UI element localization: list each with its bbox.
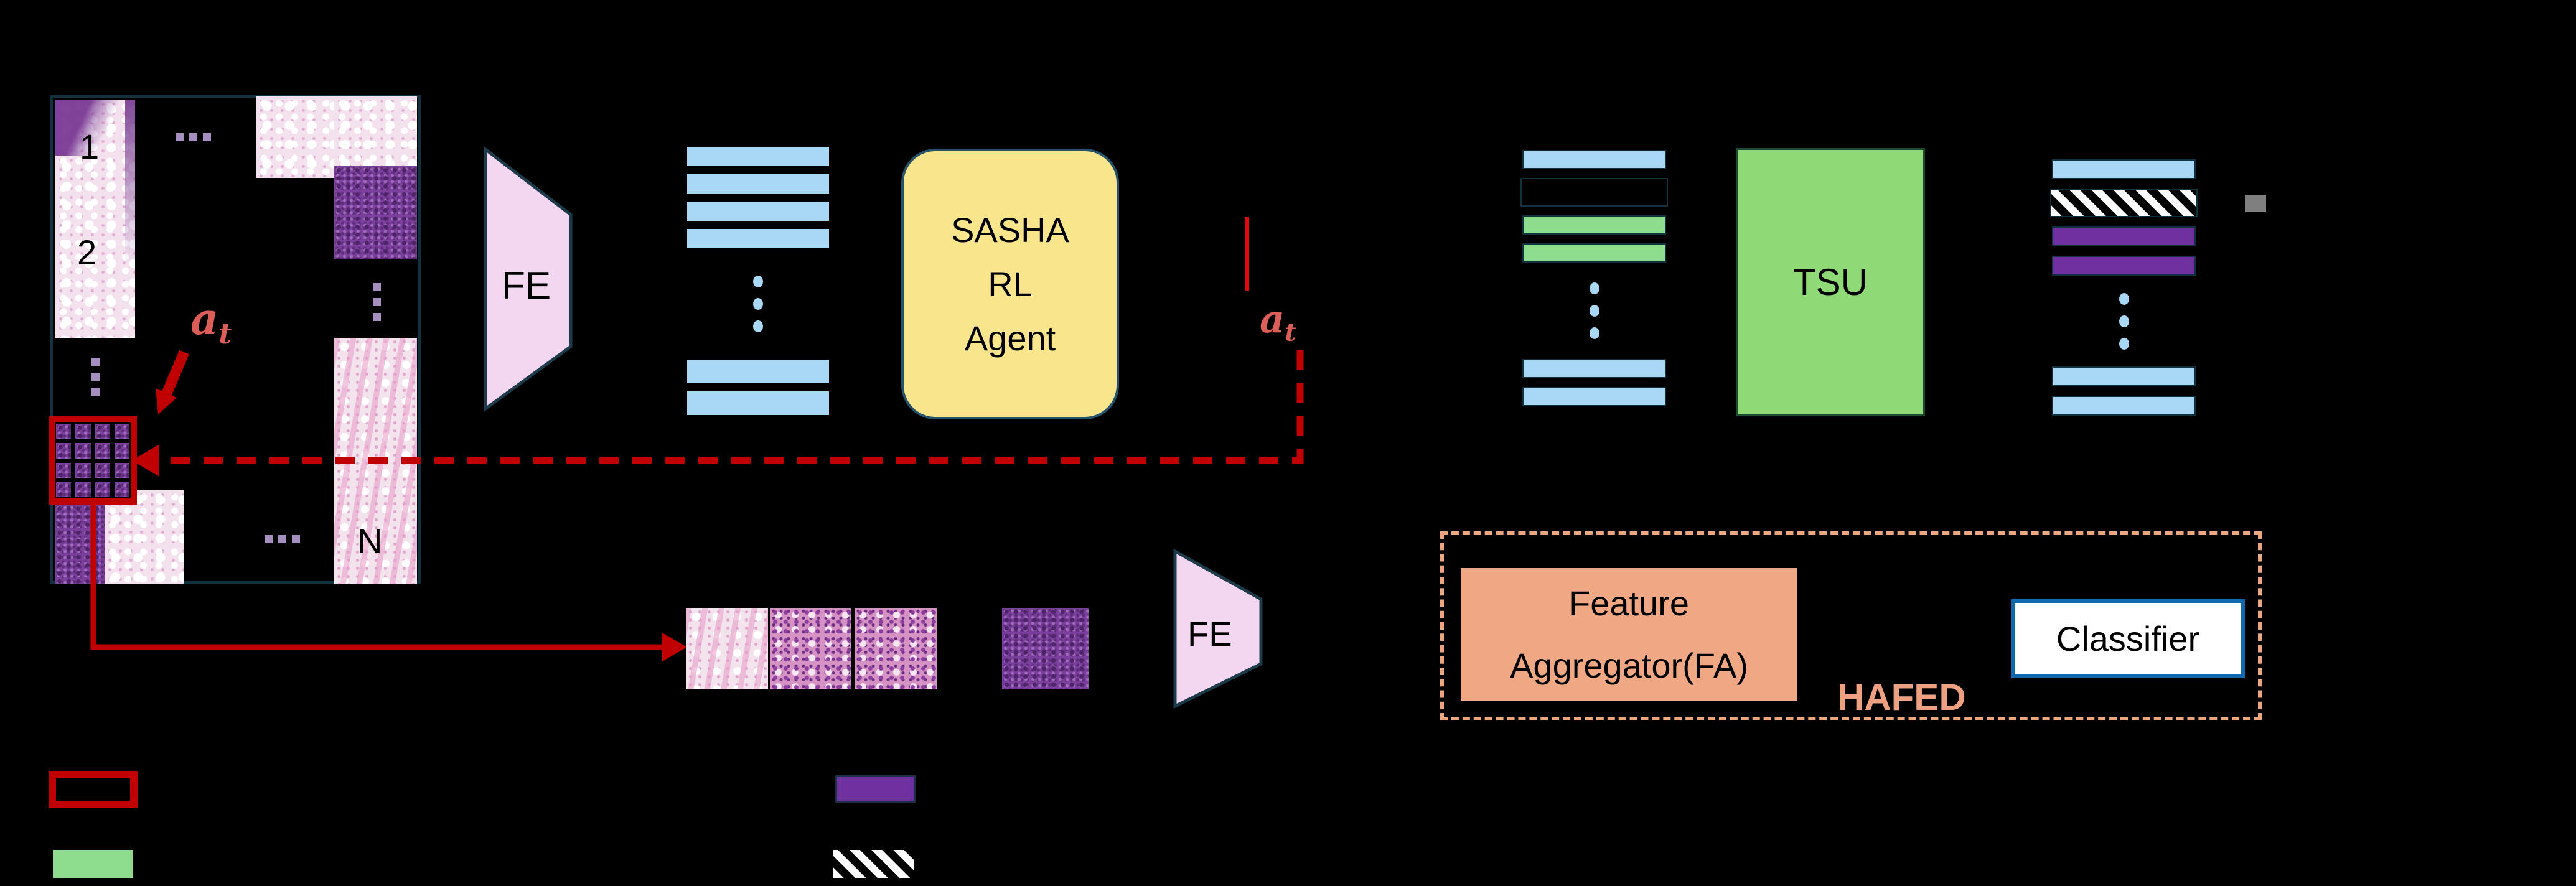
purple-feature-bar bbox=[2052, 226, 2196, 246]
classifier-box: Classifier bbox=[2011, 599, 2245, 678]
ellipsis-dots-icon bbox=[265, 535, 300, 543]
sasha-rl-agent-box: SASHA RL Agent bbox=[901, 149, 1119, 419]
legend-selected-outline-swatch bbox=[49, 771, 138, 808]
green-feature-bar bbox=[1522, 215, 1666, 235]
wsi-patch-top-right-a bbox=[256, 96, 334, 178]
blue-feature-bar bbox=[2052, 396, 2196, 416]
solid-arrowhead bbox=[662, 633, 687, 661]
blue-feature-bar bbox=[687, 229, 829, 248]
blue-feature-bar bbox=[687, 360, 829, 383]
fe-label: FE bbox=[502, 264, 551, 307]
legend-purple-bar-swatch bbox=[835, 775, 916, 803]
patch-number-2: 2 bbox=[77, 233, 97, 272]
blue-feature-bar bbox=[2052, 366, 2196, 386]
ellipsis-dots-icon bbox=[91, 358, 100, 403]
blue-feature-bar bbox=[687, 147, 829, 166]
patch-number-n: N bbox=[357, 521, 383, 561]
feature-stack-selected bbox=[1520, 150, 1669, 406]
blue-feature-bar bbox=[1522, 150, 1666, 169]
fa-label-line2: Aggregator(FA) bbox=[1510, 645, 1748, 685]
tsu-box: TSU bbox=[1736, 148, 1925, 416]
wsi-patch-bottom-left bbox=[55, 505, 105, 584]
selected-patch-thumb bbox=[770, 608, 851, 689]
tsu-label: TSU bbox=[1793, 261, 1868, 303]
selected-patch-thumb bbox=[686, 608, 768, 689]
purple-feature-bar bbox=[2052, 256, 2196, 276]
agent-label-line3: Agent bbox=[964, 319, 1056, 358]
ellipsis-dots-icon bbox=[687, 256, 829, 352]
classifier-label: Classifier bbox=[2056, 619, 2200, 658]
hafed-dashed-container bbox=[1440, 531, 2262, 720]
blue-feature-bar bbox=[1522, 359, 1666, 378]
blue-feature-bar bbox=[2052, 159, 2196, 179]
blue-feature-bar bbox=[687, 391, 829, 415]
ellipsis-dots-icon bbox=[176, 133, 211, 141]
red-hatch-feature-bar bbox=[2049, 189, 2198, 217]
agent-label-line2: RL bbox=[988, 264, 1033, 304]
agent-label-line1: SASHA bbox=[951, 210, 1069, 249]
feature-stack-updated bbox=[2049, 159, 2198, 416]
red-outline-feature-bar bbox=[1520, 178, 1669, 207]
selected-patch-thumb bbox=[1002, 608, 1089, 689]
feature-aggregator-box: Feature Aggregator(FA) bbox=[1461, 568, 1797, 701]
fa-label-line1: Feature bbox=[1569, 583, 1689, 623]
tissue-dense-region bbox=[334, 166, 417, 259]
hafed-title: HAFED bbox=[1837, 676, 1966, 718]
action-label-at: at bbox=[190, 293, 232, 350]
wsi-patch-top-right-b bbox=[334, 96, 417, 259]
blue-feature-bar bbox=[1522, 387, 1666, 406]
action-label-at: at bbox=[1260, 296, 1296, 347]
gray-square-marker bbox=[2245, 195, 2266, 212]
wsi-patch-1-2 bbox=[55, 100, 135, 338]
blue-feature-bar bbox=[687, 202, 829, 221]
legend-green-bar-swatch bbox=[53, 850, 133, 878]
tissue-band bbox=[55, 100, 135, 156]
patch-number-1: 1 bbox=[80, 127, 100, 166]
green-feature-bar bbox=[1522, 243, 1666, 263]
tissue-streak bbox=[125, 100, 135, 267]
blue-feature-bar bbox=[687, 174, 829, 194]
selected-patch-thumb bbox=[855, 608, 937, 689]
action-output-tick bbox=[1245, 217, 1249, 291]
legend-hatched-bar-swatch bbox=[833, 850, 914, 878]
ellipsis-dots-icon bbox=[2052, 285, 2196, 357]
selected-region-grid bbox=[49, 416, 137, 505]
fe-label: FE bbox=[1187, 614, 1232, 653]
ellipsis-dots-icon bbox=[373, 283, 381, 328]
feature-stack-extracted bbox=[687, 147, 829, 415]
ellipsis-dots-icon bbox=[1522, 271, 1666, 350]
